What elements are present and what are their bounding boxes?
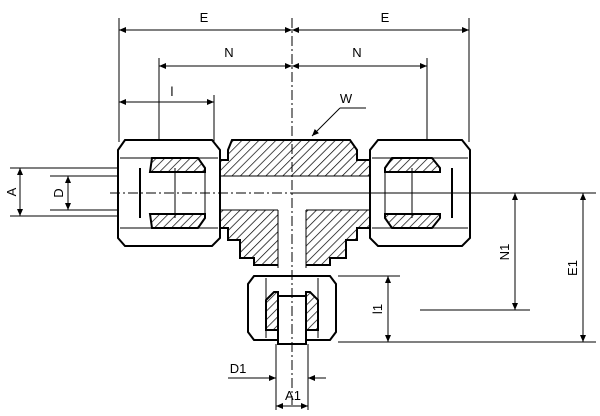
label-e-right: E: [381, 10, 390, 25]
leader-w: W: [311, 91, 366, 137]
dimension-l: l: [119, 84, 215, 150]
dimension-n: N N: [158, 45, 428, 160]
dimension-a1: A1: [276, 388, 308, 409]
label-e-left: E: [200, 10, 209, 25]
right-nut: [369, 139, 471, 247]
label-n-right: N: [352, 45, 361, 60]
dimension-d1: D1: [228, 361, 326, 381]
label-l1: l1: [370, 304, 385, 314]
dimension-l1: l1: [338, 275, 400, 342]
label-n-left: N: [224, 45, 233, 60]
label-n1: N1: [497, 244, 512, 261]
label-d1: D1: [230, 361, 247, 376]
fitting-body: [212, 139, 373, 268]
dimension-e: E E: [118, 10, 470, 142]
label-w: W: [340, 91, 353, 106]
label-a1: A1: [285, 388, 301, 403]
label-a: A: [4, 187, 19, 196]
label-d: D: [51, 188, 66, 197]
dimension-e1: E1: [338, 192, 596, 343]
label-e1: E1: [565, 260, 580, 276]
label-l: l: [171, 84, 174, 99]
dimension-a: A: [4, 167, 130, 217]
